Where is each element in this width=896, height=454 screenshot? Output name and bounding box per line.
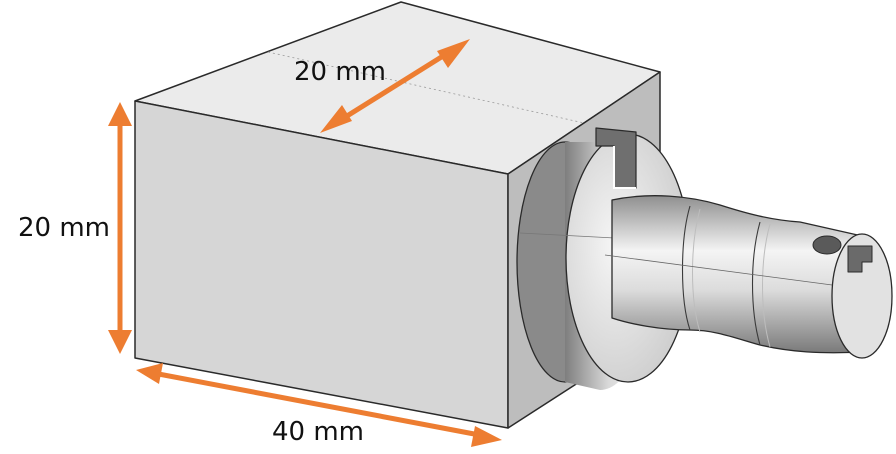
shaft-groove-3	[751, 221, 761, 346]
length-arrowhead-end	[471, 426, 502, 447]
length-arrowhead-start	[136, 363, 163, 384]
dimension-depth: 20 mm	[294, 39, 470, 133]
shaft-cross-hole	[812, 235, 842, 255]
height-label: 20 mm	[18, 213, 110, 243]
shaft-body	[611, 195, 863, 354]
shaft-groove-1	[681, 205, 691, 331]
length-label: 40 mm	[272, 417, 364, 447]
shaft-end-slot	[847, 245, 873, 273]
dimension-height: 20 mm	[18, 102, 132, 354]
length-arrow-shaft	[147, 369, 491, 440]
depth-arrowhead-end	[437, 39, 470, 68]
flange-slot-highlight	[613, 146, 636, 189]
height-arrowhead-top	[108, 102, 132, 126]
depth-arrow-shaft	[329, 43, 461, 129]
shaft-centerline	[604, 254, 871, 291]
depth-label: 20 mm	[294, 57, 386, 87]
shaft-groove-4	[762, 223, 771, 348]
block-top-centerline	[267, 51, 585, 124]
shaft-end-face	[831, 233, 893, 359]
depth-arrowhead-start	[320, 105, 352, 133]
shaft-groove-2	[692, 208, 701, 333]
shaft	[604, 195, 893, 359]
dimension-length: 40 mm	[136, 363, 502, 447]
height-arrowhead-bottom	[108, 330, 132, 354]
